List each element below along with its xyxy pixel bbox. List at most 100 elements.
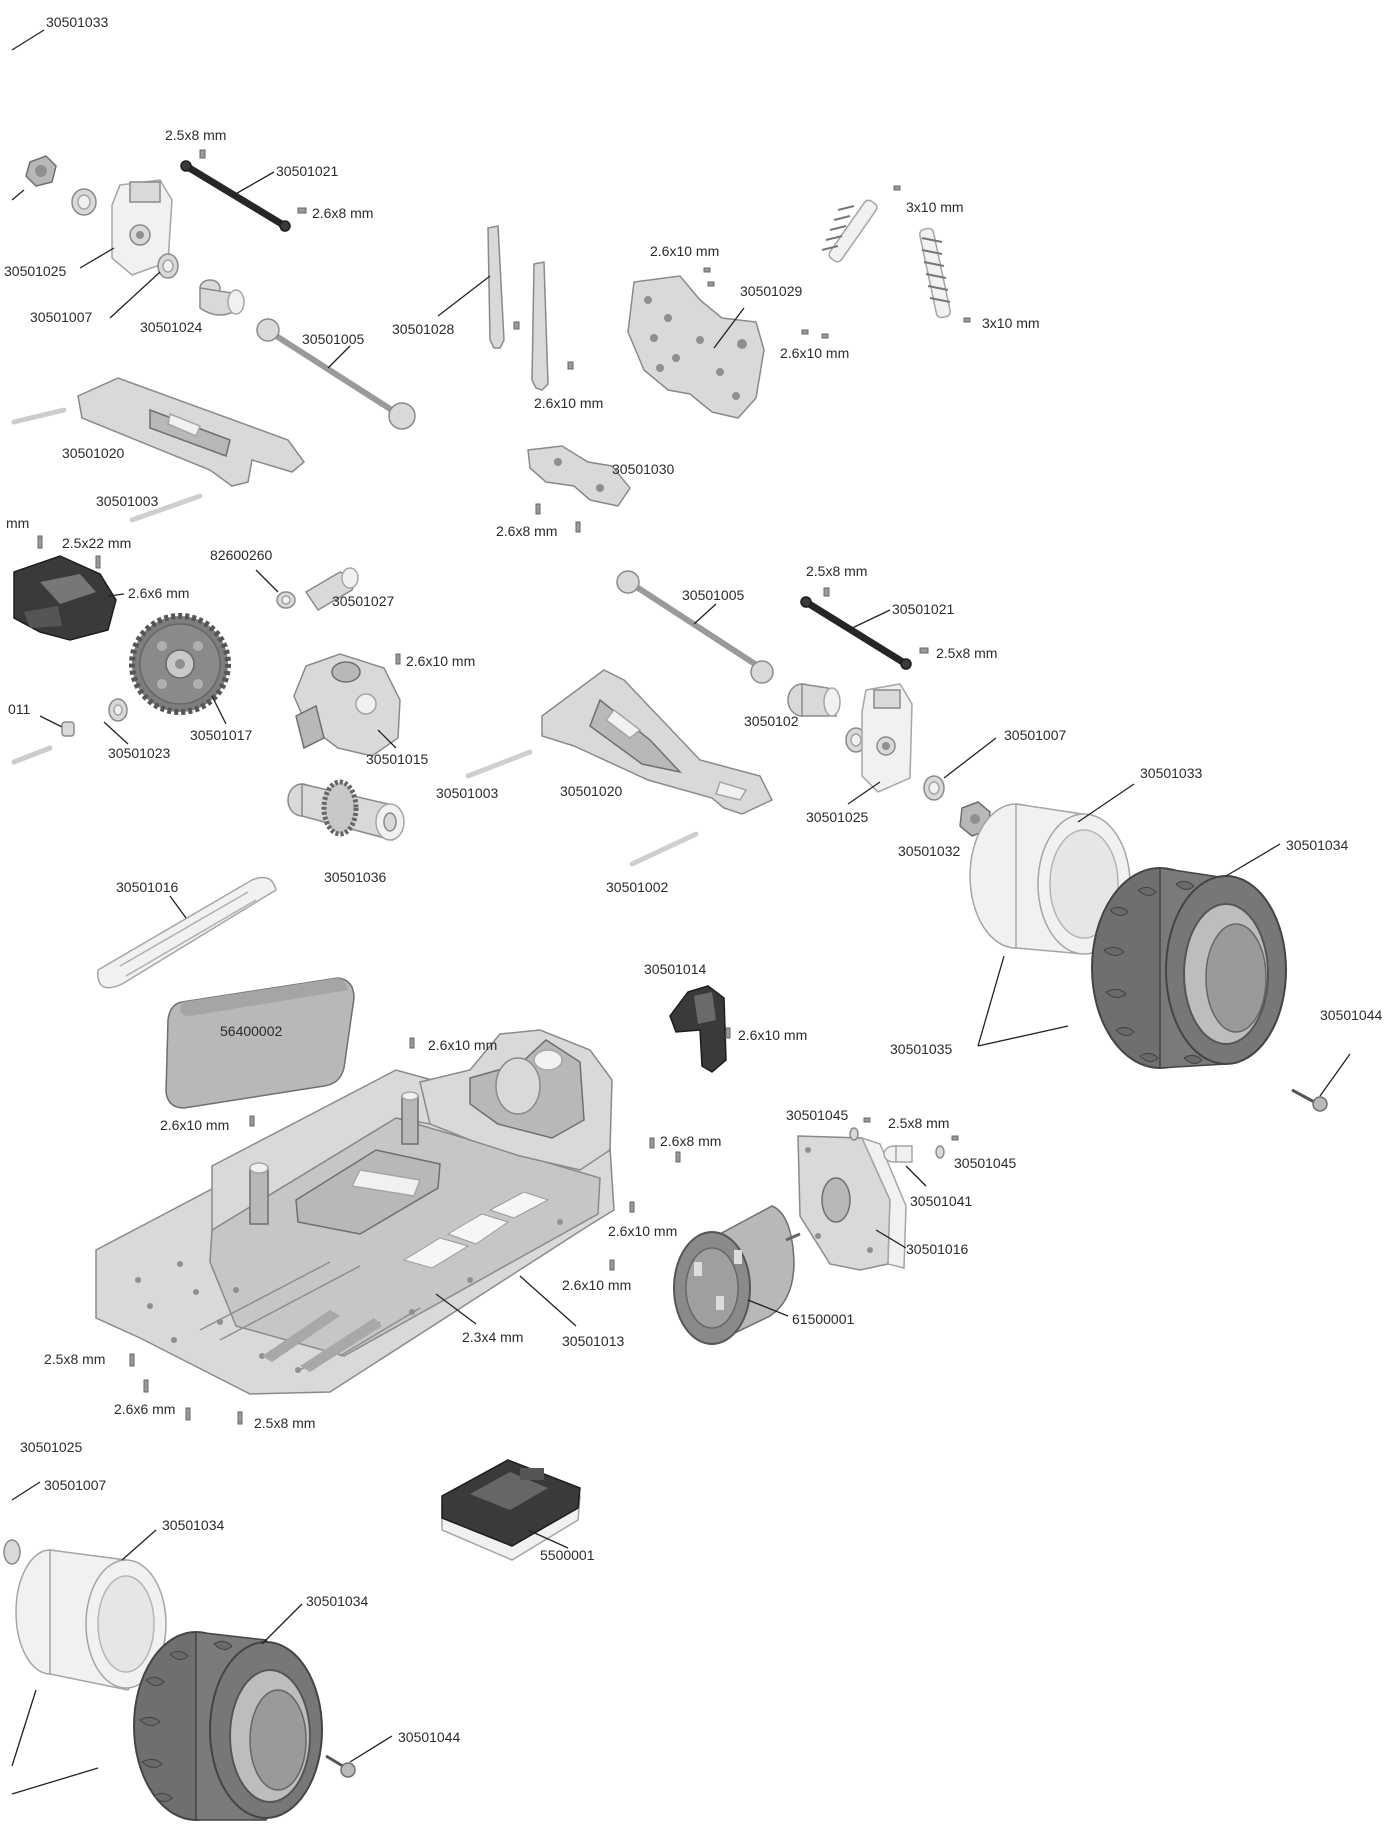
shock-tower-post-part — [487, 225, 549, 391]
drive-cup-part — [199, 279, 245, 316]
chassis-part — [95, 1029, 615, 1395]
battery-part — [165, 977, 355, 1109]
turnbuckle-part — [180, 160, 291, 232]
screw-size-label: 2.6x10 mm — [780, 345, 849, 361]
part-label: 30501030 — [612, 461, 675, 477]
screw-icon — [675, 1151, 681, 1163]
part-label: 30501034 — [1286, 837, 1349, 853]
screw-icon — [649, 1137, 655, 1149]
screw-icon — [129, 1353, 135, 1367]
part-label: 30501020 — [62, 445, 125, 461]
part-label: 30501024 — [140, 319, 203, 335]
part-label: 30501032 — [898, 843, 961, 859]
part-label: 30501005 — [682, 587, 745, 603]
part-label: 30501025 — [4, 263, 67, 279]
part-label: 30501020 — [560, 783, 623, 799]
part-label: 30501003 — [436, 785, 499, 801]
part-label: 30501013 — [562, 1333, 625, 1349]
part-label: 30501002 — [606, 879, 669, 895]
screw-icon — [409, 1037, 415, 1049]
part-label: 30501007 — [30, 309, 93, 325]
screw-icon — [37, 535, 43, 549]
screw-size-label: 2.6x10 mm — [534, 395, 603, 411]
mount-clamp-part — [669, 985, 727, 1073]
part-label: 30501028 — [392, 321, 455, 337]
screw-icon — [951, 1135, 959, 1141]
part-label: 30501014 — [644, 961, 707, 977]
part-label: 30501045 — [954, 1155, 1017, 1171]
nut-part — [25, 155, 57, 187]
screw-icon — [821, 333, 829, 339]
screw-icon — [801, 329, 809, 335]
suspension-arm-part — [541, 669, 774, 815]
screw-icon — [567, 361, 574, 370]
screw-icon — [707, 281, 715, 287]
screw-size-label: 2.6x8 mm — [312, 205, 373, 221]
screw-icon — [95, 555, 101, 569]
drive-cup-part — [787, 683, 841, 717]
part-label: 30501005 — [302, 331, 365, 347]
part-label: 30501021 — [892, 601, 955, 617]
part-label: 30501016 — [906, 1241, 969, 1257]
part-label: 30501003 — [96, 493, 159, 509]
part-label: 011 — [8, 701, 31, 717]
hub-carrier-part — [111, 179, 173, 276]
screw-icon — [535, 503, 541, 515]
screw-size-label: 2.6x6 mm — [114, 1401, 175, 1417]
part-label: 30501044 — [1320, 1007, 1383, 1023]
esc-module-part — [441, 1459, 581, 1561]
screw-icon — [703, 267, 711, 273]
screw-icon — [297, 207, 307, 214]
screw-size-label: 2.5x8 mm — [936, 645, 997, 661]
screw-size-label: 2.6x8 mm — [496, 523, 557, 539]
screw-icon — [199, 149, 206, 159]
part-label: 30501027 — [332, 593, 395, 609]
screw-size-label: 2.6x10 mm — [406, 653, 475, 669]
electric-motor-part — [673, 1205, 801, 1346]
part-label: 30501044 — [398, 1729, 461, 1745]
bumper-mount-part — [527, 445, 631, 507]
part-label: 30501035 — [890, 1041, 953, 1057]
part-label: 30501025 — [20, 1439, 83, 1455]
part-label: 30501045 — [786, 1107, 849, 1123]
washer-part — [849, 1127, 859, 1141]
wheel-screw-part — [325, 1754, 356, 1778]
screw-icon — [963, 317, 971, 323]
spur-gear-part — [129, 613, 231, 715]
screw-icon — [609, 1259, 615, 1271]
part-label: 30501025 — [806, 809, 869, 825]
dark-cover-part — [13, 555, 117, 641]
wheel-rim-part — [15, 1549, 167, 1691]
screw-icon — [575, 521, 581, 533]
screw-icon — [725, 1027, 731, 1039]
screw-size-label: 2.6x10 mm — [650, 243, 719, 259]
part-label: 30501029 — [740, 283, 803, 299]
screw-icon — [919, 647, 929, 654]
gearbox-housing-part — [293, 653, 401, 757]
screw-size-label: 2.6x10 mm — [608, 1223, 677, 1239]
dogbone-part — [616, 570, 774, 684]
screw-size-label: 2.6x10 mm — [738, 1027, 807, 1043]
screw-icon — [249, 1115, 255, 1127]
part-label: 30501041 — [910, 1193, 973, 1209]
part-label: 30501034 — [162, 1517, 225, 1533]
part-label: 30501033 — [46, 14, 109, 30]
screw-size-label: 2.6x10 mm — [562, 1277, 631, 1293]
screw-size-label: 2.6x10 mm — [428, 1037, 497, 1053]
part-label: 30501023 — [108, 745, 171, 761]
part-label: 30501007 — [44, 1477, 107, 1493]
wheel-screw-part — [1291, 1088, 1328, 1112]
screw-size-label: 2.5x8 mm — [165, 127, 226, 143]
screw-size-label: 2.6x6 mm — [128, 585, 189, 601]
screw-size-label: 2.6x8 mm — [660, 1133, 721, 1149]
differential-part — [287, 779, 405, 842]
dogbone-part — [256, 318, 416, 430]
part-label: 30501007 — [1004, 727, 1067, 743]
part-label: 5500001 — [540, 1547, 595, 1563]
motor-plate-part — [797, 1135, 907, 1271]
screw-icon — [823, 587, 830, 597]
part-label: 30501033 — [1140, 765, 1203, 781]
tire-part — [1091, 867, 1287, 1069]
part-label: 30501017 — [190, 727, 253, 743]
